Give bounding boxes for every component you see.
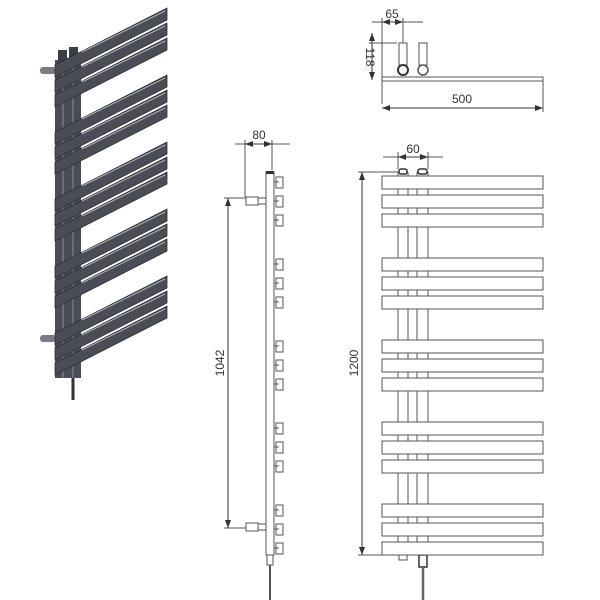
render-towel-bar <box>54 22 168 93</box>
front-towel-bar <box>381 541 544 556</box>
front-view: 60 1200 <box>347 142 544 600</box>
dim-label-80: 80 <box>252 128 266 142</box>
dim-label-500: 500 <box>452 92 472 106</box>
render-towel-bar <box>54 290 168 361</box>
render-valve <box>58 50 67 64</box>
render-towel-bar <box>54 156 168 227</box>
render-towel-bar <box>54 7 168 78</box>
radiator-3d-render <box>40 7 168 400</box>
render-towel-bar <box>54 223 168 294</box>
front-towel-bar <box>381 358 544 373</box>
front-towel-bar <box>381 276 544 291</box>
side-view: 80 1042 <box>213 128 290 600</box>
render-towel-bar <box>54 238 168 309</box>
render-valve <box>69 47 78 61</box>
heating-element-plug <box>418 554 428 568</box>
render-towel-bar <box>54 104 168 175</box>
render-towel-bar <box>54 171 168 242</box>
front-towel-bar <box>381 213 544 228</box>
front-towel-bar <box>381 459 544 474</box>
top-valve-left <box>397 42 409 76</box>
dim-label-60: 60 <box>406 142 420 156</box>
render-towel-bar <box>54 275 168 346</box>
render-towel-bar <box>54 37 168 108</box>
dim-label-1042: 1042 <box>213 349 227 376</box>
top-plate <box>381 76 544 82</box>
front-towel-bar <box>381 440 544 455</box>
top-view: 65 118 500 <box>363 7 544 112</box>
render-side-valve <box>40 67 56 74</box>
side-valve-bottom <box>245 522 267 532</box>
top-valve-right <box>417 42 429 76</box>
render-side-valve <box>40 335 56 342</box>
front-towel-bar <box>381 522 544 537</box>
front-towel-bar <box>381 295 544 310</box>
front-towel-bar <box>381 377 544 392</box>
dim-label-118: 118 <box>363 47 377 66</box>
front-towel-bar <box>381 339 544 354</box>
front-towel-bar <box>381 175 544 190</box>
render-towel-bar <box>54 74 168 145</box>
front-towel-bar <box>381 503 544 518</box>
render-towel-bar <box>54 208 168 279</box>
front-towel-bar <box>381 421 544 436</box>
front-towel-bar <box>381 194 544 209</box>
render-towel-bar <box>54 305 168 376</box>
dim-label-1200: 1200 <box>347 349 361 376</box>
side-column <box>265 171 275 556</box>
side-valve-top <box>245 196 267 206</box>
front-towel-bar <box>381 257 544 272</box>
dim-label-65: 65 <box>385 7 399 21</box>
render-towel-bar <box>54 141 168 212</box>
render-towel-bar <box>54 89 168 160</box>
